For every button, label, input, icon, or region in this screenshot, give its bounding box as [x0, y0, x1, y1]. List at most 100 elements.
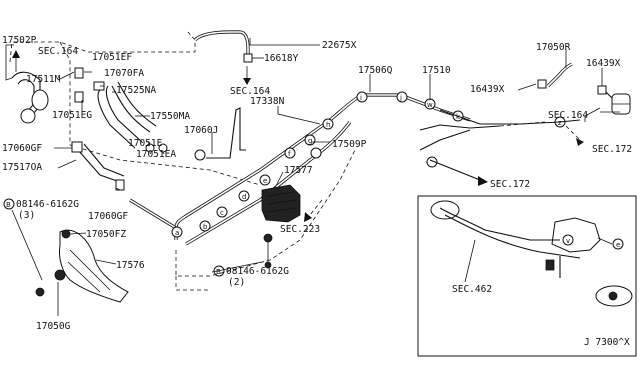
pipe-marker-i [356, 91, 368, 103]
leader-lines [5, 38, 620, 316]
protector-rib [69, 249, 111, 291]
label-17576: 17576 [116, 260, 145, 271]
filler-neck [31, 89, 49, 111]
inset-tank-line-2 [444, 214, 581, 259]
label-16439X-a: 16439X [470, 84, 505, 95]
arrowhead-sec172-a [478, 176, 488, 186]
label-17070FA: 17070FA [104, 68, 144, 79]
fuel-tube-bundle-inner [175, 94, 471, 240]
pipe-marker-e-text: e [263, 177, 267, 185]
pipe-marker-d-text: d [242, 193, 246, 201]
pipe-marker-e [259, 174, 271, 186]
clamp-17051E [145, 143, 155, 153]
tube-17510 [439, 109, 581, 125]
label-16618Y: 16618Y [264, 53, 299, 64]
pipe-marker-b [199, 220, 211, 232]
fuel-tube-bundle-2-inner [185, 121, 351, 245]
pipe-marker-j2 [310, 147, 322, 159]
label-17050FZ: 17050FZ [86, 229, 126, 240]
tube-17510-b [419, 124, 501, 131]
leader-17051E [147, 141, 151, 147]
leader-17517OA [57, 159, 77, 169]
leader-17338N [277, 106, 321, 125]
label-17502P: 17502P [2, 35, 37, 46]
label-17550MA: 17550MA [150, 111, 190, 122]
sec-ref-164-a: SEC.164 [38, 46, 78, 57]
bolt-17050G [54, 269, 66, 281]
fuel-tube-bundle-left-inner [129, 199, 177, 229]
inset-marker [608, 291, 618, 301]
leader-bolt1 [11, 209, 43, 281]
arrow-sec172-b-line [565, 125, 581, 141]
bolt-lower [35, 287, 45, 297]
leader-17576 [95, 259, 117, 265]
clamp-16439X-a [537, 79, 547, 89]
sec-ref-164-c: SEC.164 [548, 110, 588, 121]
tube-17060J [206, 107, 246, 159]
inset-marker-v-text: v [566, 237, 570, 245]
label-17051EF: 17051EF [92, 52, 132, 63]
tube-17510-dash [499, 121, 546, 127]
label-17050R: 17050R [536, 42, 571, 53]
label-17060GF-right: 17060GF [88, 211, 128, 222]
inset-pump [551, 217, 601, 253]
pipe-marker-g [304, 134, 316, 146]
bundle-outline [175, 149, 356, 277]
pipe-marker-h-text: h [326, 121, 330, 129]
label-bolt1-qty: (3) [18, 210, 35, 221]
clamp-17060J [194, 149, 206, 161]
leader-17051EA [162, 151, 165, 155]
leader-17050FZ [69, 232, 87, 235]
pipe-marker-j-text: j [399, 94, 402, 102]
canister-17577 [261, 184, 301, 223]
label-17510: 17510 [422, 65, 451, 76]
inset-tank-left [430, 200, 460, 220]
breather-hose-17525NA [111, 85, 151, 133]
label-17577: 17577 [284, 165, 313, 176]
label-17506Q: 17506Q [358, 65, 393, 76]
arrowhead-sec164-b [243, 78, 251, 85]
pipe-marker-b-text: b [203, 223, 208, 231]
part-labels: 17502P 17511M 17051EF 17070FA 17525NA 17… [2, 35, 621, 332]
pipe-marker-j [396, 91, 408, 103]
fuel-filter [611, 93, 631, 115]
inset-marker-v [562, 234, 574, 246]
clamp-17051EF [74, 67, 84, 79]
inset-leader-sec462 [464, 239, 476, 283]
label-17060J: 17060J [184, 125, 218, 136]
protector-17576 [59, 229, 129, 303]
sec-ref-462: SEC.462 [452, 284, 492, 295]
label-bolt1: 08146-6162G [16, 199, 79, 210]
label-17051EG: 17051EG [52, 110, 92, 121]
bolt-symbol-2 [213, 265, 225, 277]
leader-22675X [249, 38, 320, 46]
bolt-canister-head [264, 261, 272, 269]
inset-tank-line [439, 207, 560, 241]
label-17050G: 17050G [36, 321, 71, 332]
pipe-marker-f [284, 147, 296, 159]
pipe-marker-a-text: a [175, 229, 179, 237]
pipe-marker-c-text: c [220, 209, 224, 217]
clamp-17051EG [74, 91, 84, 103]
bolt-symbol-1-text: B [6, 201, 11, 209]
label-bolt2: 08146-6162G [226, 266, 289, 277]
pipe-marker-i-text: i [360, 94, 362, 102]
hose-17050R-inner [547, 63, 573, 87]
inset-bracket [545, 259, 555, 271]
filler-hose-17550MA [97, 89, 136, 149]
drawing-number: J 7300^X [584, 337, 630, 348]
pipe-marker-g-text: g [308, 137, 312, 145]
label-17060GF-left: 17060GF [2, 143, 42, 154]
clamp-17060GF-left [71, 141, 83, 153]
arrow-sec223-line [309, 199, 323, 216]
hose-17517OA-b [83, 143, 125, 177]
vapor-line-22675X-inner [194, 31, 249, 58]
label-17511M: 17511M [26, 74, 61, 85]
pipe-marker-w-text: w [427, 101, 433, 109]
arrow-sec164-c [584, 107, 601, 122]
pipe-marker-h [322, 118, 334, 130]
section-references: SEC.164 SEC.164 SEC.164 SEC.172 SEC.172 … [38, 46, 632, 295]
bundle-outline-2 [175, 276, 210, 291]
filler-cap [20, 108, 36, 124]
